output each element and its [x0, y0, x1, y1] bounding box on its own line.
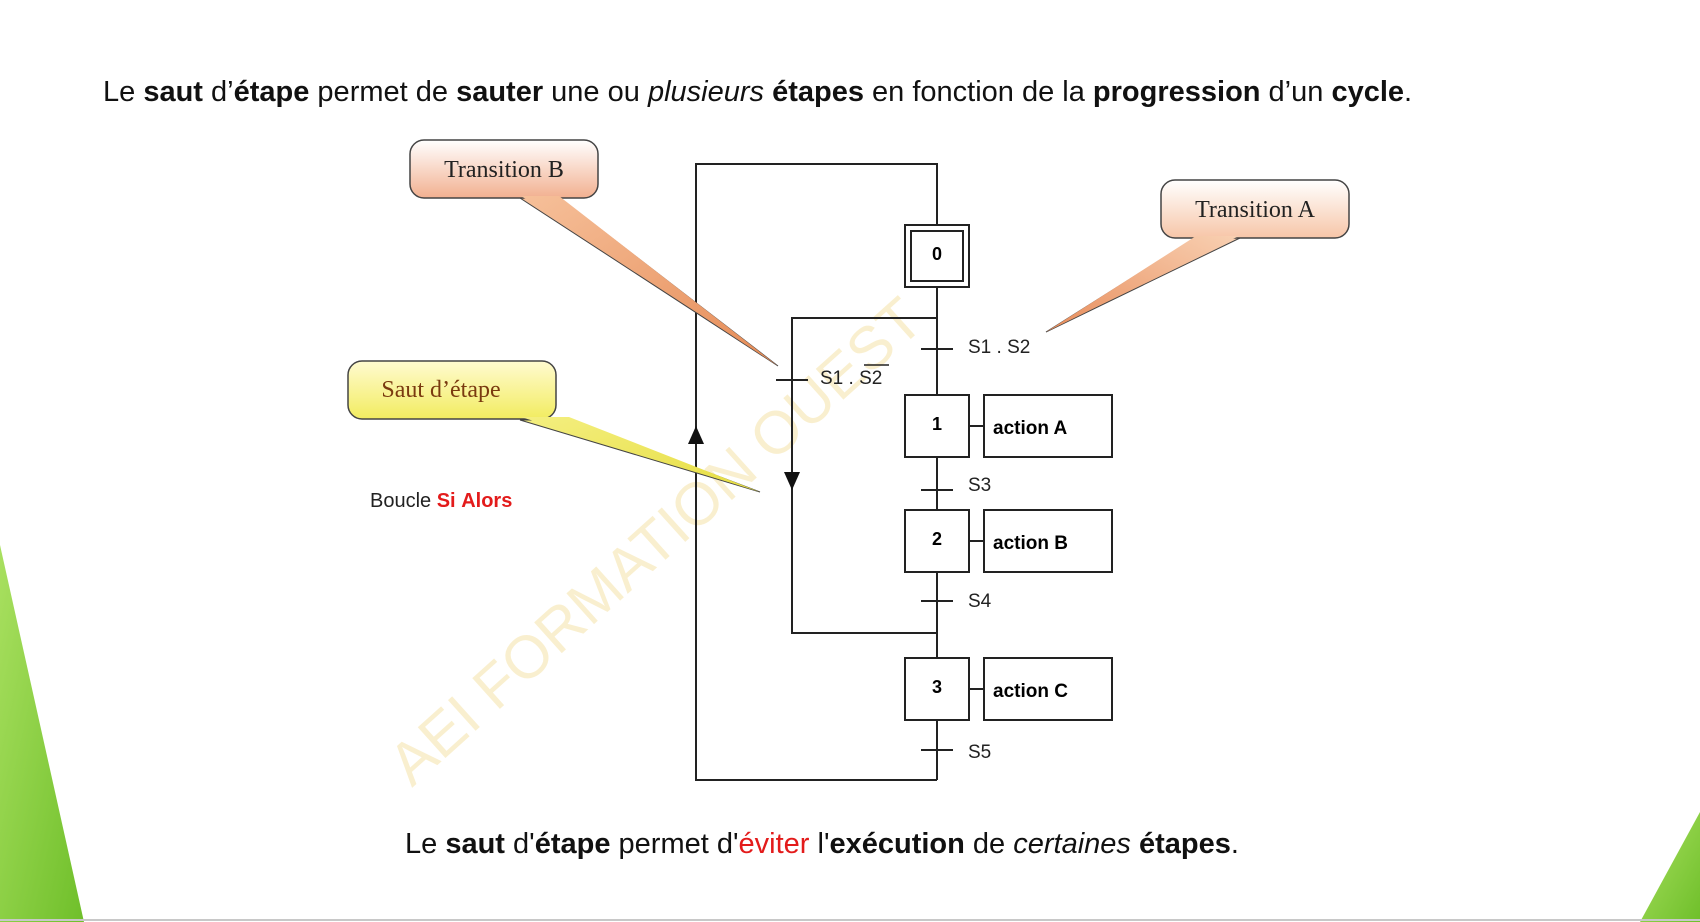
step-1-label: 1 — [932, 414, 942, 434]
intro-sentence: Le saut d’étape permet de sauter une ou … — [103, 76, 1412, 109]
sentence-fragment: Boucle — [370, 490, 437, 512]
boucle-si-alors: Boucle Si Alors — [370, 490, 512, 513]
arrow-up — [688, 426, 704, 444]
outro-sentence: Le saut d'étape permet d'éviter l'exécut… — [405, 828, 1239, 861]
sentence-fragment: progression — [1092, 76, 1261, 108]
sentence-fragment: permet de — [309, 76, 457, 108]
sentence-fragment: Le — [103, 76, 144, 108]
transition-s1s2-label: S1 . S2 — [968, 337, 1030, 358]
sentence-fragment: Alors — [461, 490, 513, 512]
callout-transition-b-label: Transition B — [444, 157, 564, 183]
sentence-fragment: éviter — [738, 828, 810, 860]
action-b-label: action B — [993, 533, 1068, 554]
callout-saut-label: Saut d’étape — [381, 377, 500, 403]
sentence-fragment: étapes — [1138, 828, 1231, 860]
sentence-fragment: d’ — [202, 76, 234, 108]
sentence-fragment: sauter — [456, 76, 544, 108]
action-b-box — [983, 509, 1113, 573]
step-3-label: 3 — [932, 677, 942, 697]
action-a-box — [983, 394, 1113, 458]
sentence-fragment: saut — [143, 76, 203, 108]
transition-jump-label: S1 . S2 — [820, 368, 882, 389]
arrow-down — [784, 472, 800, 490]
transition-s3-label: S3 — [968, 475, 991, 496]
sentence-fragment: d' — [504, 828, 535, 860]
sentence-fragment: . — [1404, 76, 1413, 108]
callout-saut-etape: Saut d’étape — [347, 360, 761, 493]
sentence-fragment: l' — [809, 828, 830, 860]
step-0: 0 — [904, 224, 970, 288]
transition-s4-label: S4 — [968, 591, 992, 612]
callout-transition-a-label: Transition A — [1195, 197, 1315, 223]
sentence-fragment: saut — [445, 828, 505, 860]
sentence-fragment: exécution — [829, 828, 965, 860]
callout-transition-a: Transition A — [1045, 179, 1350, 333]
return-loop-line — [695, 163, 938, 781]
sentence-fragment: étape — [233, 76, 310, 108]
step-3 — [904, 657, 970, 721]
green-right-accent — [1640, 812, 1700, 922]
callout-transition-b: Transition B — [409, 139, 779, 367]
sentence-fragment: étape — [534, 828, 611, 860]
action-c-box — [983, 657, 1113, 721]
sentence-fragment: . — [1230, 828, 1239, 860]
sentence-fragment — [1131, 828, 1139, 860]
sentence-fragment: une ou — [543, 76, 648, 108]
sentence-fragment: Le — [405, 828, 446, 860]
step-1 — [904, 394, 970, 458]
sentence-fragment: étapes — [772, 76, 864, 108]
sentence-fragment: de — [964, 828, 1014, 860]
sentence-fragment: plusieurs — [647, 76, 764, 108]
step-2 — [904, 509, 970, 573]
sentence-fragment: Si — [436, 490, 456, 512]
sentence-fragment: d’un — [1260, 76, 1332, 108]
action-a-label: action A — [993, 418, 1068, 439]
sentence-fragment: en fonction de la — [863, 76, 1093, 108]
green-left-accent — [0, 545, 84, 922]
sentence-fragment: permet d' — [610, 828, 739, 860]
sentence-fragment: certaines — [1013, 828, 1131, 860]
step-2-label: 2 — [932, 529, 942, 549]
transition-s5-label: S5 — [968, 742, 991, 763]
action-c-label: action C — [993, 681, 1068, 702]
step-0-label: 0 — [932, 244, 942, 264]
sentence-fragment: cycle — [1331, 76, 1405, 108]
